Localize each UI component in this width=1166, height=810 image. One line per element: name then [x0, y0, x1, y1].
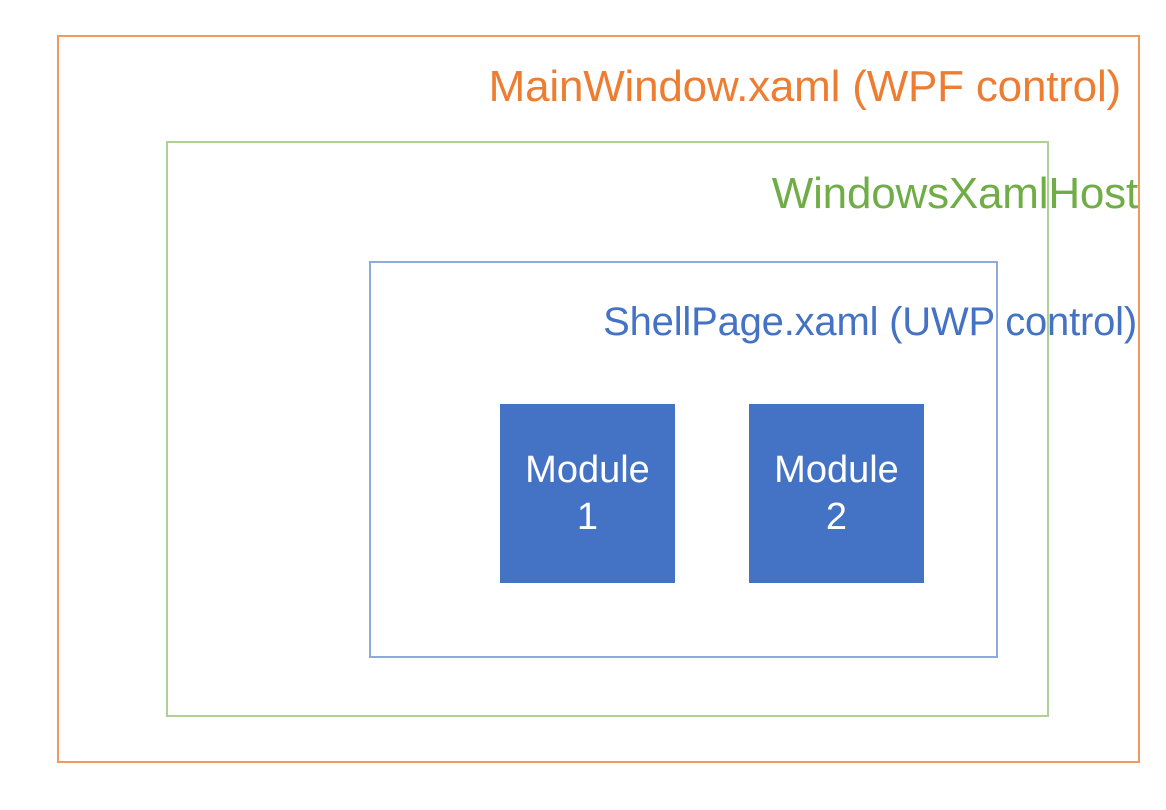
module-2-name: Module — [774, 449, 899, 492]
module-block-2: Module 2 — [749, 404, 924, 583]
module-1-name: Module — [525, 449, 650, 492]
layer-box-mainwindow-wpf — [57, 35, 1140, 763]
layer-box-shellpage-uwp — [369, 261, 998, 658]
layer-label-mainwindow-wpf: MainWindow.xaml (WPF control) — [488, 62, 1122, 111]
layer-label-windowsxamlhost: WindowsXamlHost — [771, 169, 1138, 218]
module-block-1: Module 1 — [500, 404, 675, 583]
layer-label-shellpage-uwp: ShellPage.xaml (UWP control) — [603, 300, 1137, 344]
module-2-number: 2 — [825, 495, 848, 538]
layer-box-windowsxamlhost — [166, 141, 1049, 717]
module-1-number: 1 — [576, 495, 599, 538]
